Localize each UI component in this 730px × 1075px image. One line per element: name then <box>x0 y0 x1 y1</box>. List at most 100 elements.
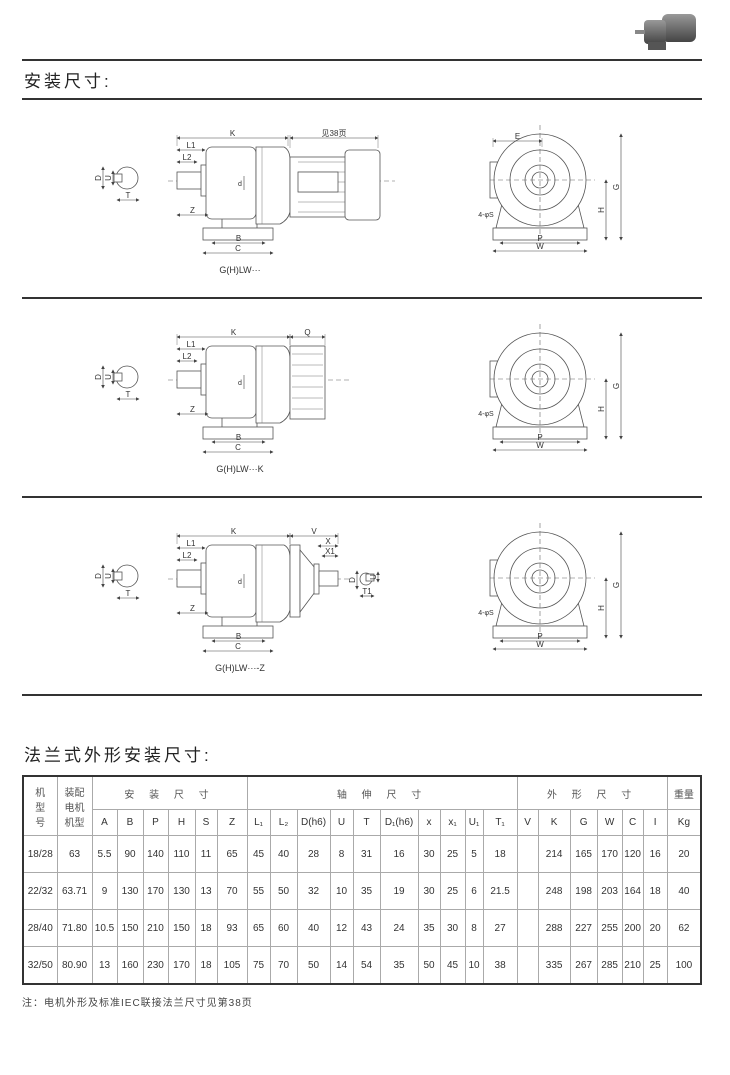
table-cell: 50 <box>417 946 441 985</box>
column-header: x <box>417 809 441 836</box>
table-cell: 54 <box>352 946 381 985</box>
page-title: 安装尺寸: <box>24 72 112 91</box>
column-header: U₁ <box>464 809 484 836</box>
column-header: L₁ <box>246 809 271 836</box>
x1-label: X1 <box>325 547 335 556</box>
l1-label: L1 <box>187 141 196 150</box>
column-header: U <box>329 809 354 836</box>
table-cell: 150 <box>116 909 144 947</box>
header-model: 机型号 <box>22 775 58 836</box>
gearbox-housing <box>205 146 257 220</box>
table-cell: 63 <box>56 835 93 873</box>
header-row-groups: 机型号装配电机机型安 装 尺 寸轴 伸 尺 寸外 形 尺 寸重量 <box>22 775 702 836</box>
h-label: H <box>597 207 606 213</box>
table-cell: 55 <box>246 872 271 910</box>
table-cell: 93 <box>216 909 248 947</box>
column-header: I <box>642 809 668 836</box>
column-header: T₁ <box>482 809 518 836</box>
table-cell: 150 <box>167 909 196 947</box>
input-cone <box>299 548 316 614</box>
table-cell: 140 <box>142 835 169 873</box>
table-cell: 38 <box>482 946 518 985</box>
table-cell: 19 <box>379 872 419 910</box>
table-cell: 165 <box>569 835 598 873</box>
table-cell: 31 <box>352 835 381 873</box>
table-cell: 13 <box>194 872 218 910</box>
column-header: W <box>596 809 623 836</box>
table-cell: 170 <box>142 872 169 910</box>
table-cell: 30 <box>417 835 441 873</box>
input-t1-label: T1 <box>362 587 372 596</box>
column-header: L₂ <box>269 809 298 836</box>
table-cell: 203 <box>596 872 623 910</box>
table-cell: 285 <box>596 946 623 985</box>
table-cell: 13 <box>91 946 118 985</box>
table-cell: 35 <box>379 946 419 985</box>
g-label: G <box>612 383 621 389</box>
gearbox-flange <box>255 345 291 424</box>
table-cell: 25 <box>439 835 466 873</box>
foot-base <box>202 625 274 639</box>
table-cell: 9 <box>91 872 118 910</box>
table-cell: 12 <box>329 909 354 947</box>
p-label: P <box>537 234 542 243</box>
column-header: H <box>167 809 196 836</box>
b-label: B <box>236 433 241 442</box>
output-shaft <box>176 171 203 190</box>
column-header: D(h6) <box>296 809 331 836</box>
header-install: 安 装 尺 寸 <box>91 775 248 810</box>
k-label: K <box>230 129 236 138</box>
input-flange-q <box>289 345 326 420</box>
table-cell: 110 <box>167 835 196 873</box>
table-cell: 30 <box>439 909 466 947</box>
table-cell: 21.5 <box>482 872 518 910</box>
gearbox-housing <box>205 345 257 419</box>
table-cell: 62 <box>666 909 702 947</box>
t-label: T <box>126 191 131 200</box>
table-cell: 18 <box>194 946 218 985</box>
table-cell: 248 <box>537 872 571 910</box>
table-cell: 255 <box>596 909 623 947</box>
column-header: T <box>352 809 381 836</box>
header-shaft: 轴 伸 尺 寸 <box>246 775 518 810</box>
table-cell: 30 <box>417 872 441 910</box>
keyway <box>113 571 123 581</box>
mounting-hole-label: 4-φS <box>478 610 494 617</box>
eccentricity-label: d <box>238 181 242 188</box>
input-d-label: D <box>348 577 357 583</box>
table-cell: 27 <box>482 909 518 947</box>
table-cell: 230 <box>142 946 169 985</box>
b-label: B <box>236 234 241 243</box>
table-cell: 32/50 <box>22 946 58 985</box>
table-cell: 25 <box>642 946 668 985</box>
section-divider <box>22 694 702 696</box>
d-label: D <box>94 374 103 380</box>
table-cell: 40 <box>666 872 702 910</box>
w-label: W <box>536 242 544 251</box>
output-shaft <box>176 569 203 588</box>
k-label: K <box>231 328 237 337</box>
table-cell: 20 <box>642 909 668 947</box>
u-label: U <box>104 573 113 579</box>
table-cell: 100 <box>666 946 702 985</box>
motor-ref-label: 见38页 <box>322 129 347 138</box>
fan-cover <box>344 149 381 221</box>
table-cell: 164 <box>621 872 644 910</box>
mounting-hole-label: 4-φS <box>478 411 494 418</box>
column-header: x₁ <box>439 809 466 836</box>
z-label: Z <box>190 604 195 613</box>
column-header: D₁(h6) <box>379 809 419 836</box>
column-header: G <box>569 809 598 836</box>
table-cell: 11 <box>194 835 218 873</box>
b-label: B <box>236 632 241 641</box>
header-outline: 外 形 尺 寸 <box>516 775 668 810</box>
table-cell: 71.80 <box>56 909 93 947</box>
